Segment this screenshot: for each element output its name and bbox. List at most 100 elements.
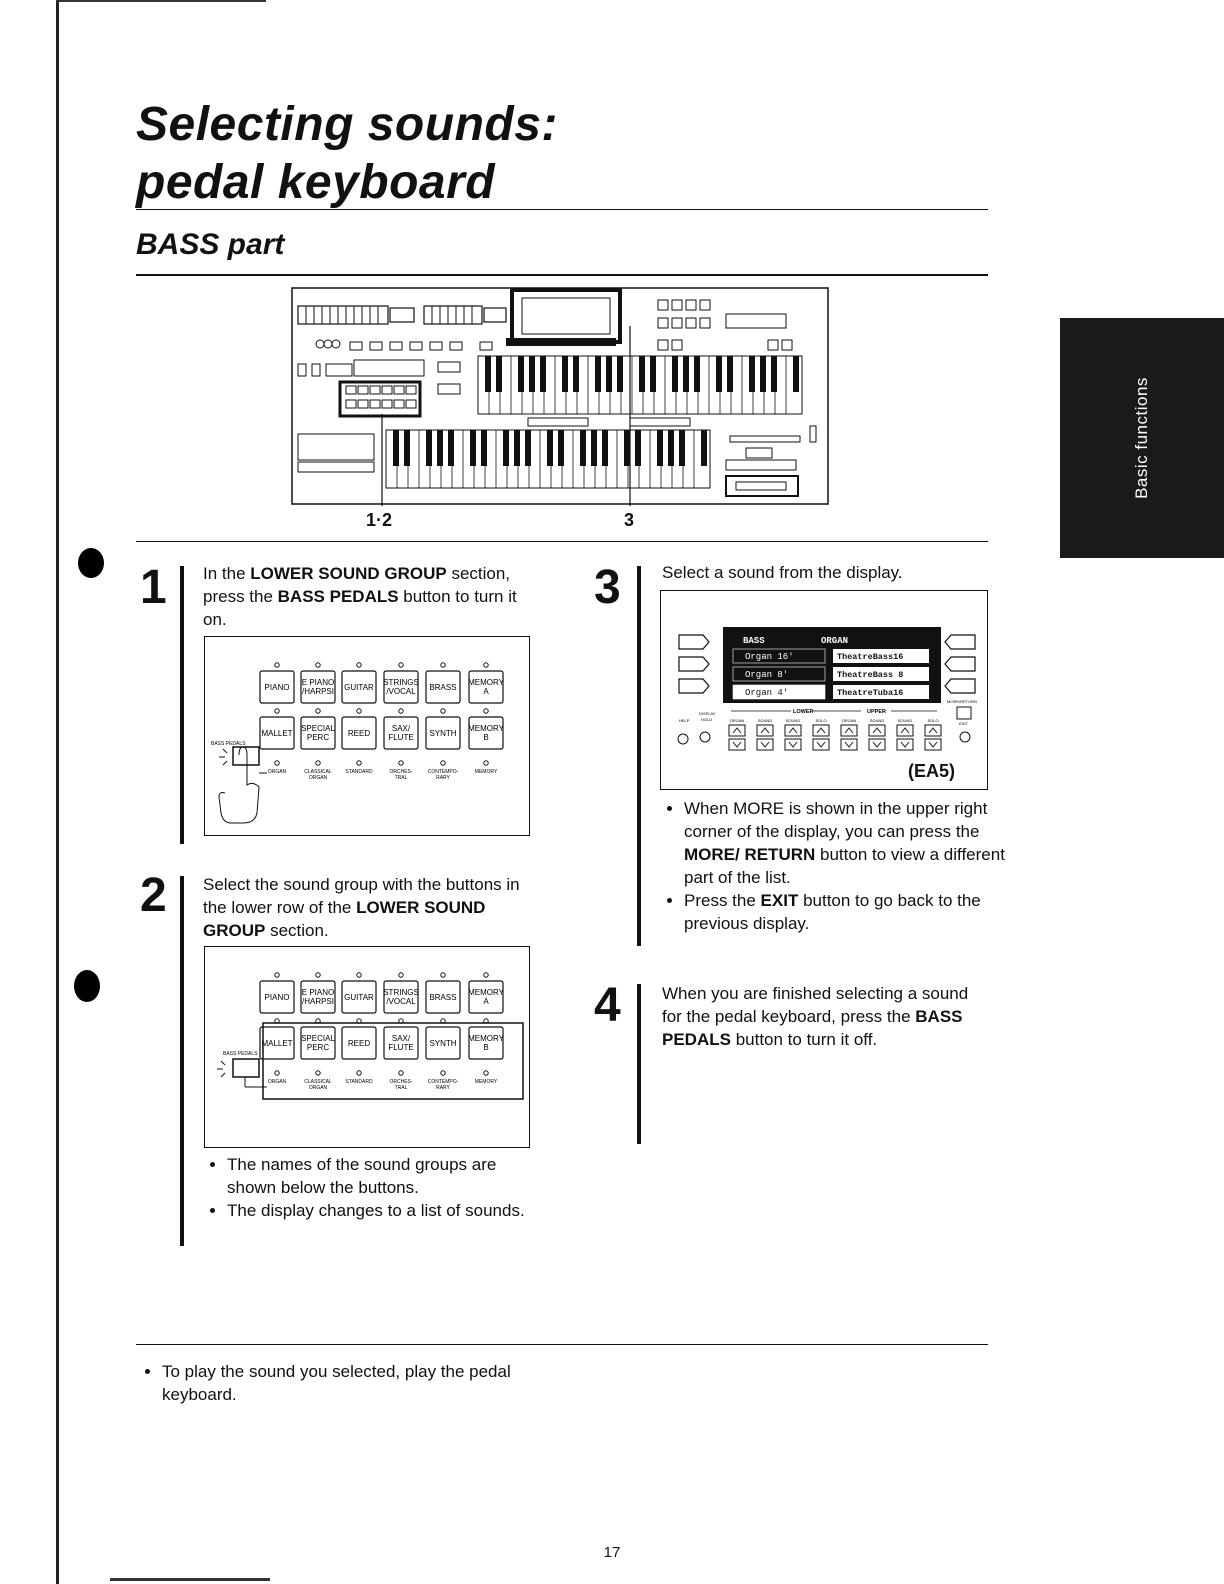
fig1-button-sublabel-0-3: /VOCAL bbox=[386, 687, 416, 696]
fig2-button-sublabel-0-1: /HARPSI bbox=[302, 997, 334, 1006]
step-3-bullet-2: Press the EXIT button to go back to the … bbox=[684, 889, 1014, 935]
lcd-right-item-0: TheatreBass16 bbox=[837, 652, 903, 662]
fig2-button-label-1-5: MEMORY bbox=[468, 1034, 505, 1043]
lcd-right-item-box-2 bbox=[833, 685, 929, 699]
exit-label: EXIT bbox=[959, 721, 968, 726]
display-right-button-1 bbox=[944, 634, 976, 650]
step-2-bullet-2: The display changes to a list of sounds. bbox=[227, 1199, 547, 1222]
fig1-led-r1-1 bbox=[315, 708, 321, 714]
up-arrow-icon-2 bbox=[788, 727, 798, 734]
fig2-button-guitar bbox=[341, 980, 377, 1014]
fig2-group-name-2: STANDARD bbox=[345, 1079, 373, 1085]
lcd-right-item-2: TheatreTuba16 bbox=[837, 688, 903, 698]
display-right-button-2 bbox=[944, 656, 976, 672]
fig1-group-led-3 bbox=[398, 760, 404, 766]
fig2-led-r0-4 bbox=[440, 972, 446, 978]
fig1-led-r0-0 bbox=[274, 662, 280, 668]
fig2-button-label-0-5: MEMORY bbox=[468, 988, 505, 997]
fig2-led-r0-1 bbox=[315, 972, 321, 978]
fig2-led-r0-0 bbox=[274, 972, 280, 978]
step-1-number: 1 bbox=[140, 561, 167, 614]
fig2-led-r0-5 bbox=[483, 972, 489, 978]
display-down-button-2 bbox=[784, 738, 802, 751]
step-3-text: Select a sound from the display. bbox=[662, 563, 903, 582]
display-down-button-7 bbox=[924, 738, 942, 751]
fig1-button-mallet bbox=[259, 716, 295, 750]
fig1-button-sublabel-1-5: B bbox=[483, 733, 488, 742]
lcd-right-item-box-1 bbox=[833, 667, 929, 681]
display-col-label-4: ORGAN bbox=[842, 718, 857, 723]
fig2-button-label-1-3: SAX/ bbox=[392, 1034, 411, 1043]
fig1-button-label-0-5: MEMORY bbox=[468, 678, 505, 687]
fig1-button-label-1-3: SAX/ bbox=[392, 724, 411, 733]
page-number: 17 bbox=[603, 1544, 621, 1561]
fig2-group-led-1 bbox=[315, 1070, 321, 1076]
display-down-button-3 bbox=[812, 738, 830, 751]
step-2-text: Select the sound group with the buttons … bbox=[203, 875, 520, 940]
fig1-button-sublabel-1-3: FLUTE bbox=[388, 733, 413, 742]
step-4-number: 4 bbox=[594, 979, 621, 1032]
fig1-led-r0-2 bbox=[356, 662, 362, 668]
fig2-group-subname-4: RARY bbox=[436, 1085, 450, 1091]
press-finger-icon bbox=[218, 746, 260, 824]
hold-button bbox=[699, 731, 711, 743]
fig2-button-piano bbox=[259, 980, 295, 1014]
display-down-button-0 bbox=[728, 738, 746, 751]
display-up-button-7 bbox=[924, 724, 942, 737]
fig1-button-guitar bbox=[341, 670, 377, 704]
fig2-group-led-4 bbox=[440, 1070, 446, 1076]
organ-panel-svg bbox=[291, 287, 829, 514]
fig2-group-name-4: CONTEMPO- bbox=[428, 1079, 459, 1085]
fig2-group-led-5 bbox=[483, 1070, 489, 1076]
fig2-button-label-1-2: REED bbox=[348, 1039, 370, 1048]
fig2-button-label-0-4: BRASS bbox=[429, 993, 456, 1002]
display-col-label-2: SOUND bbox=[786, 718, 801, 723]
more-return-button bbox=[956, 706, 972, 720]
up-arrow-icon-0 bbox=[732, 727, 742, 734]
display-col-label-6: SOUND bbox=[898, 718, 913, 723]
fig1-led-r1-2 bbox=[356, 708, 362, 714]
fig1-group-name-4: CONTEMPO- bbox=[428, 769, 459, 775]
display-label: DISPLAY bbox=[699, 711, 716, 716]
fig1-button-synth bbox=[425, 716, 461, 750]
fig2-button-special-perc bbox=[300, 1026, 336, 1060]
fig2-button-label-1-4: SYNTH bbox=[429, 1039, 456, 1048]
fig1-button-sax-flute bbox=[383, 716, 419, 750]
callout-step-3: 3 bbox=[624, 510, 635, 530]
lcd-left-item-1: Organ 8' bbox=[745, 670, 788, 680]
up-arrow-icon-6 bbox=[900, 727, 910, 734]
down-arrow-icon-0 bbox=[732, 741, 742, 748]
fig1-group-led-4 bbox=[440, 760, 446, 766]
step-3-bar bbox=[637, 566, 641, 946]
lcd-left-item-2: Organ 4' bbox=[745, 688, 788, 698]
step-2-bar bbox=[180, 876, 184, 1246]
step-1-text: In the LOWER SOUND GROUP section, press … bbox=[203, 564, 517, 629]
title-line-1: Selecting sounds: bbox=[136, 98, 558, 151]
fig1-led-r0-5 bbox=[483, 662, 489, 668]
fig2-button-label-0-2: GUITAR bbox=[344, 993, 374, 1002]
fig2-button-sublabel-0-5: A bbox=[483, 997, 489, 1006]
fig1-button-label-1-0: MALLET bbox=[261, 729, 292, 738]
fig1-button-sublabel-1-1: PERC bbox=[307, 733, 329, 742]
section-subtitle: BASS part bbox=[136, 228, 285, 261]
display-down-button-5 bbox=[868, 738, 886, 751]
fig2-button-e-piano-harpsi bbox=[300, 980, 336, 1014]
step-4-bar bbox=[637, 984, 641, 1144]
fig2-button-sax-flute bbox=[383, 1026, 419, 1060]
title-line-2: pedal keyboard bbox=[136, 156, 496, 209]
fig2-group-name-5: MEMORY bbox=[475, 1079, 498, 1085]
fig1-button-label-1-1: SPECIAL bbox=[301, 724, 335, 733]
fig1-group-subname-3: TRAL bbox=[395, 775, 408, 781]
fig2-button-label-1-1: SPECIAL bbox=[301, 1034, 335, 1043]
down-arrow-icon-7 bbox=[928, 741, 938, 748]
fig1-group-led-2 bbox=[356, 760, 362, 766]
fig1-button-sublabel-0-5: A bbox=[483, 687, 489, 696]
fig2-button-synth bbox=[425, 1026, 461, 1060]
down-arrow-icon-1 bbox=[760, 741, 770, 748]
fig2-button-sublabel-0-3: /VOCAL bbox=[386, 997, 416, 1006]
fig2-button-mallet bbox=[259, 1026, 295, 1060]
fig1-button-label-1-4: SYNTH bbox=[429, 729, 456, 738]
footnote: To play the sound you selected, play the… bbox=[140, 1360, 562, 1406]
